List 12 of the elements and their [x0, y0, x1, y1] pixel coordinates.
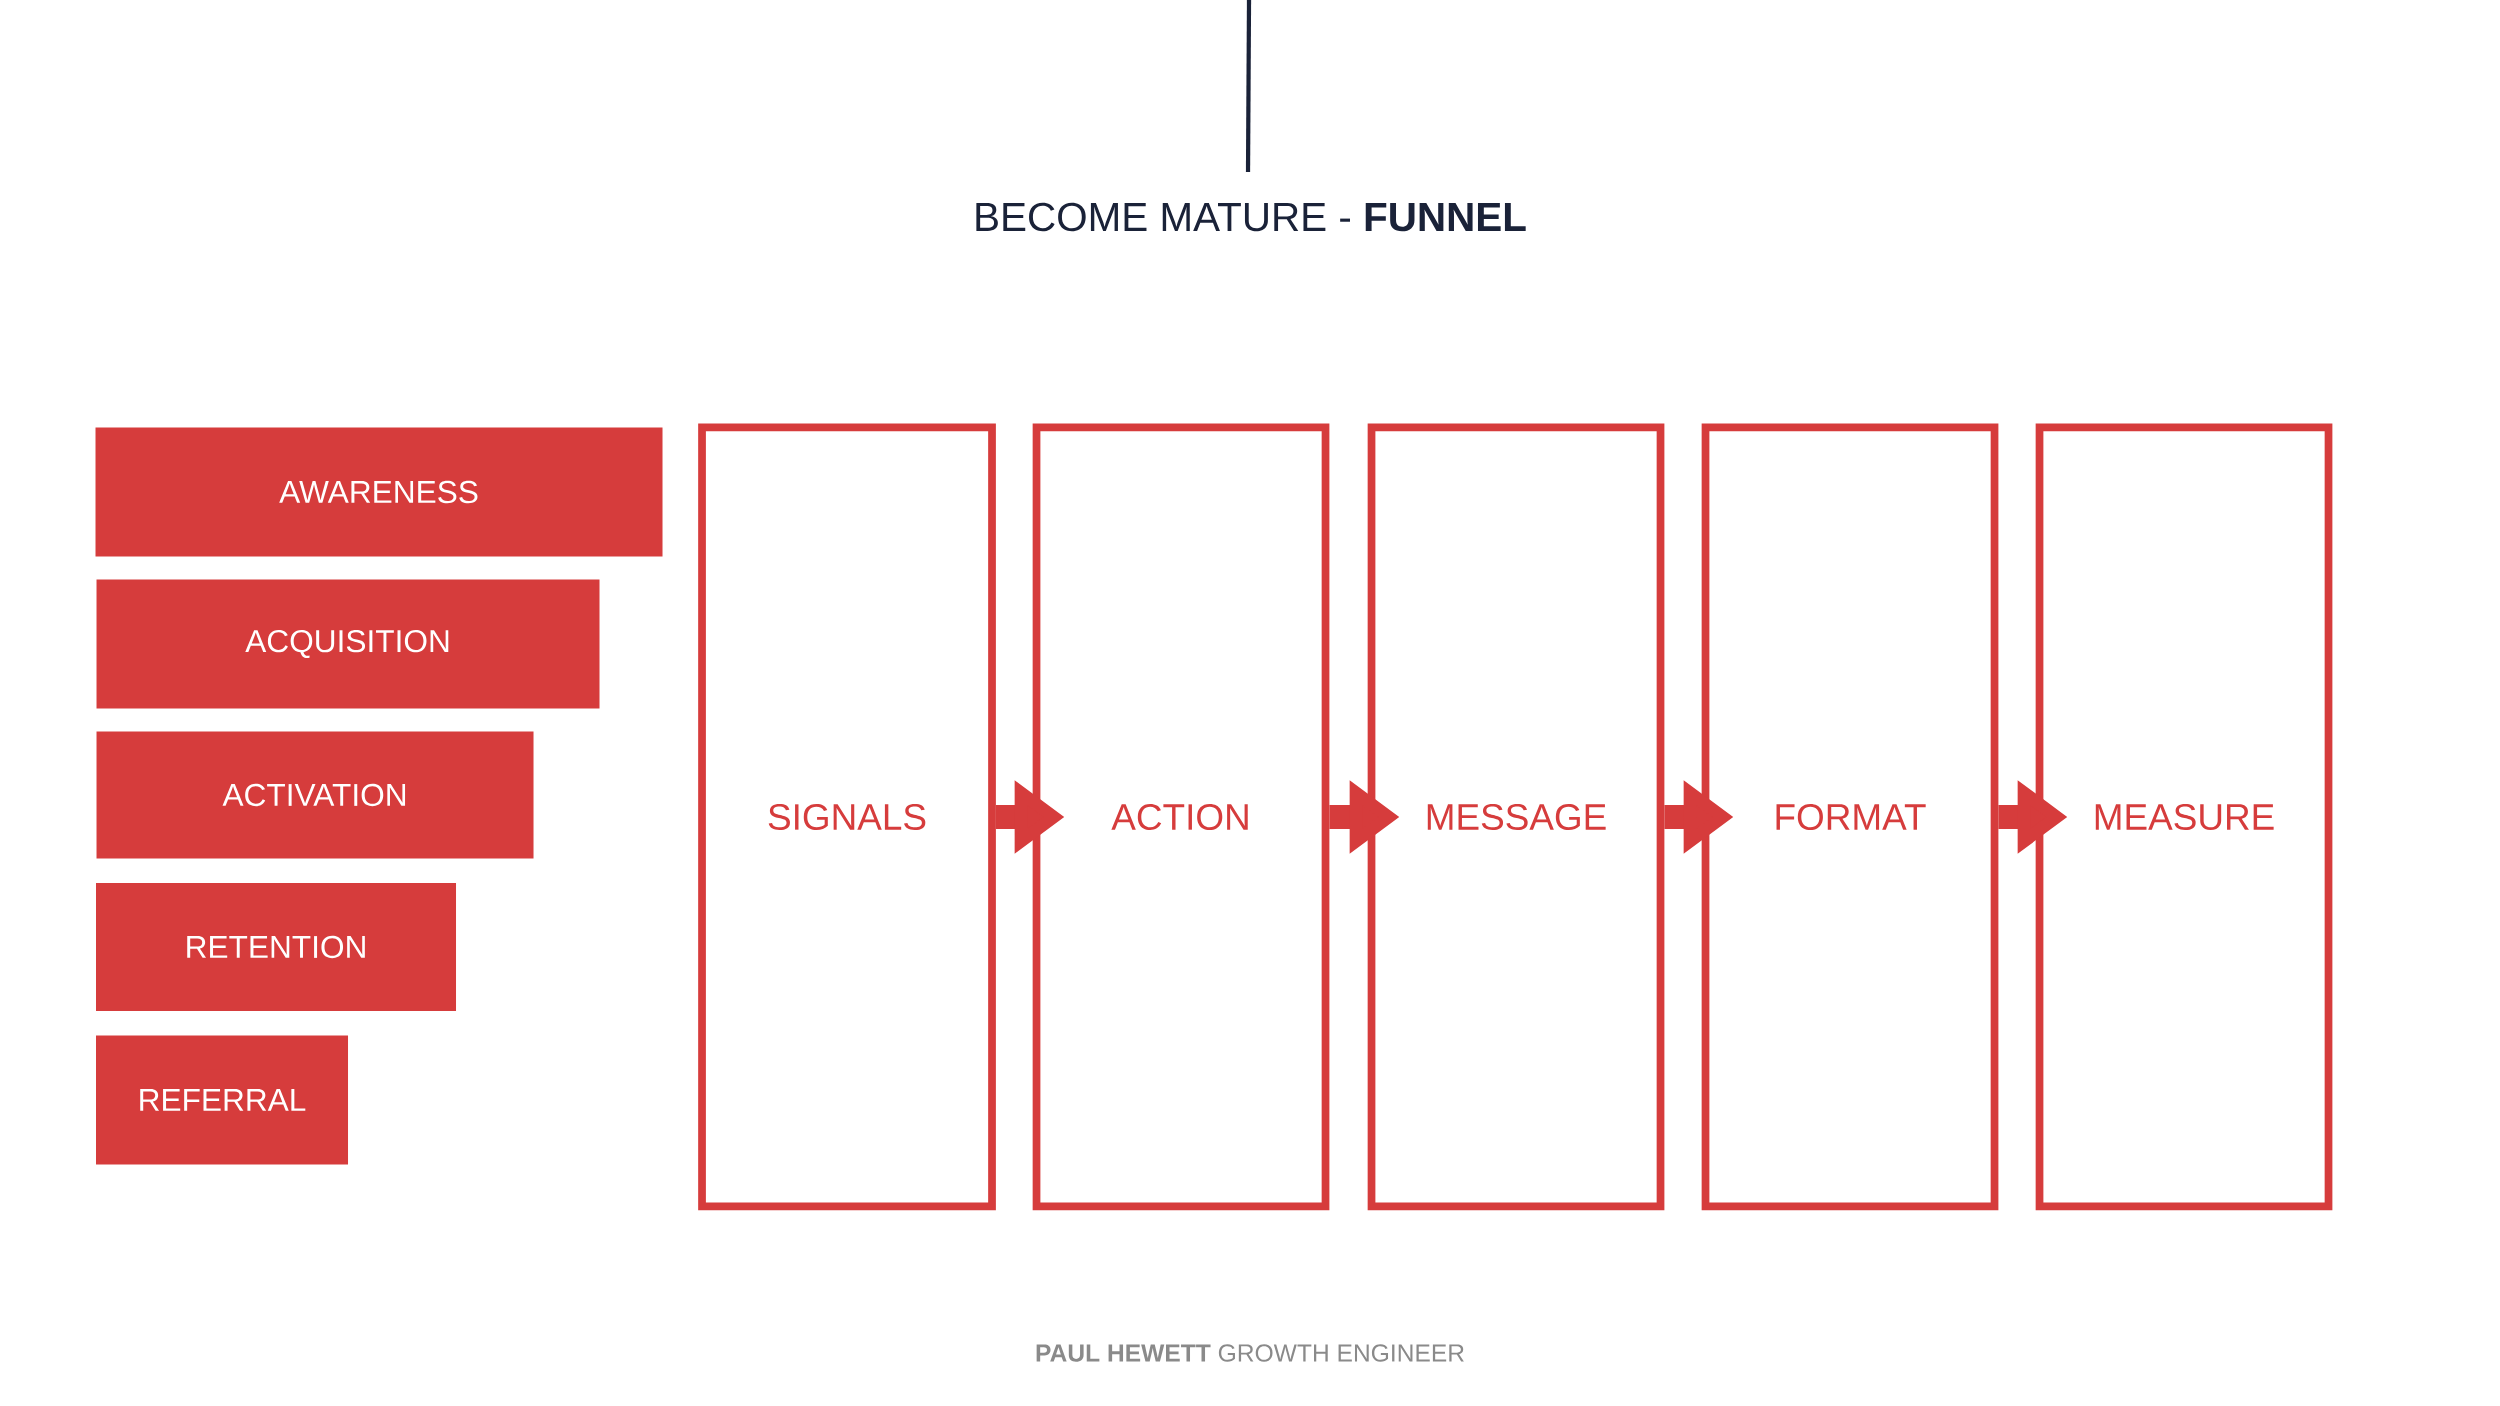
title: BECOME MATURE - FUNNEL [976, 202, 1526, 232]
stage-box: SIGNALS [698, 423, 996, 1211]
funnel-bar: AWARENESS [95, 427, 663, 557]
funnel-bar: REFERRAL [96, 1035, 348, 1165]
funnel-bar: RETENTION [96, 883, 456, 1011]
stage-box: FORMAT [1701, 423, 1999, 1211]
funnel-bar: ACTIVATION [96, 731, 534, 859]
footer-text: PAUL HEWETT GROWTH ENGINEER [1036, 1344, 1464, 1362]
funnel-bar: ACQUISITION [96, 579, 600, 709]
stage-box: MEASURE [2035, 423, 2333, 1211]
stage-box: ACTION [1032, 423, 1330, 1211]
stage-box: MESSAGE [1367, 423, 1665, 1211]
